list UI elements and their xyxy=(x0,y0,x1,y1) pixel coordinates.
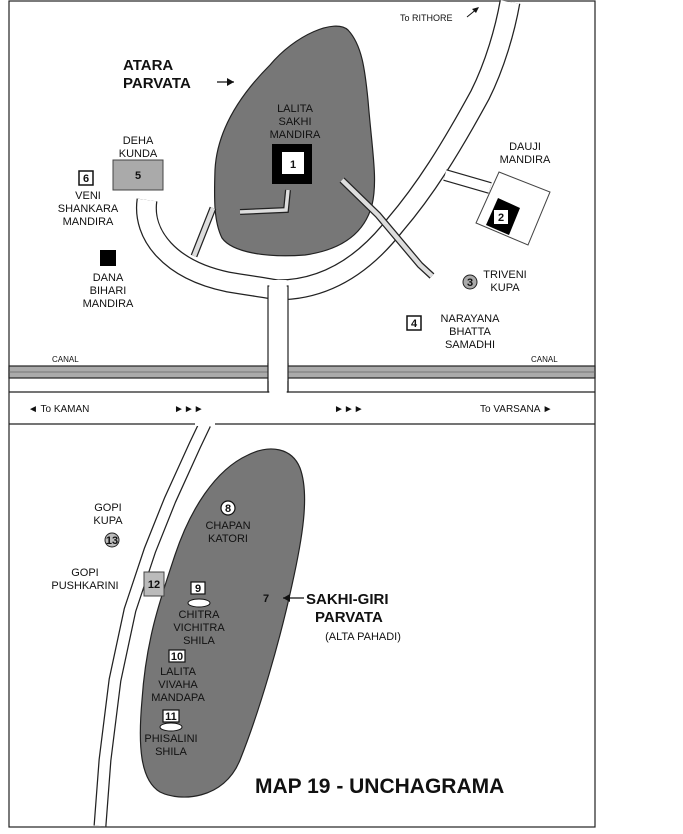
site-1-number: 1 xyxy=(290,159,296,171)
lalita-vivaha-line-1: LALITA xyxy=(160,666,197,678)
chitra-line-3: SHILA xyxy=(183,635,215,647)
to-kaman-label: ◄ To KAMAN xyxy=(28,404,89,415)
gopi-kupa-line-2: KUPA xyxy=(93,515,123,527)
site-7-number: 7 xyxy=(263,593,269,605)
chitra-vichitra-stone xyxy=(187,598,211,608)
gopi-kupa-line-1: GOPI xyxy=(94,502,122,514)
site-6-number: 6 xyxy=(83,173,89,185)
chapan-line-1: CHAPAN xyxy=(205,520,250,532)
phisalini-box xyxy=(162,709,180,723)
lalita-sakhi-line-3: MANDIRA xyxy=(270,129,321,141)
highway-arrows-right: ►►► xyxy=(334,404,364,415)
site-10-number: 10 xyxy=(171,651,183,663)
phisalini-line-1: PHISALINI xyxy=(144,733,197,745)
gopi-pushkarini-marker xyxy=(143,571,165,597)
dauji-line-2: MANDIRA xyxy=(500,154,551,166)
site-11-number: 11 xyxy=(165,711,177,723)
sakhi-giri-line-3: (ALTA PAHADI) xyxy=(325,631,401,643)
chitra-line-2: VICHITRA xyxy=(173,622,225,634)
to-varsana-label: To VARSANA ► xyxy=(480,404,553,415)
site-13-number: 13 xyxy=(106,535,118,547)
lalita-vivaha-line-3: MANDAPA xyxy=(151,692,205,704)
veni-shankara-line-1: VENI xyxy=(75,190,101,202)
veni-shankara-line-3: MANDIRA xyxy=(63,216,114,228)
narayana-bhatta-marker xyxy=(406,315,422,331)
triveni-line-1: TRIVENI xyxy=(483,269,526,281)
lalita-sakhi-line-2: SAKHI xyxy=(278,116,311,128)
dauji-path xyxy=(443,170,492,193)
site-4-number: 4 xyxy=(411,318,418,330)
canal-road-bridge xyxy=(268,363,288,381)
to-rithore-label: To RITHORE xyxy=(400,13,453,23)
canal-label-right: CANAL xyxy=(531,355,558,364)
narayana-line-2: BHATTA xyxy=(449,326,491,338)
deha-kunda-line-2: KUNDA xyxy=(119,148,158,160)
footpath-east xyxy=(340,178,434,278)
dauji-line-1: DAUJI xyxy=(509,141,541,153)
sakhi-giri-hill xyxy=(139,448,306,798)
narayana-line-3: SAMADHI xyxy=(445,339,495,351)
phisalini-stone xyxy=(159,722,183,732)
gopi-pushkarini-line-2: PUSHKARINI xyxy=(51,580,118,592)
narayana-line-1: NARAYANA xyxy=(441,313,501,325)
deha-kunda-line-1: DEHA xyxy=(123,135,154,147)
temple-path xyxy=(239,189,290,214)
chapan-line-2: KATORI xyxy=(208,533,248,545)
dana-bihari-line-1: DANA xyxy=(93,272,124,284)
site-8-number: 8 xyxy=(225,503,231,515)
highway-arrows-left: ►►► xyxy=(174,404,204,415)
dana-bihari-line-3: MANDIRA xyxy=(83,298,134,310)
canal-label-left: CANAL xyxy=(52,355,79,364)
site-12-number: 12 xyxy=(148,579,160,591)
site-3-number: 3 xyxy=(467,277,473,289)
site-9-number: 9 xyxy=(195,583,201,595)
triveni-line-2: KUPA xyxy=(490,282,520,294)
veni-shankara-line-2: SHANKARA xyxy=(58,203,119,215)
triveni-kupa-marker xyxy=(462,274,478,290)
atara-pointer-arrow xyxy=(227,78,234,86)
atara-parvata-hill xyxy=(213,25,376,257)
south-road-joint xyxy=(269,280,287,294)
sakhi-giri-line-2: PARVATA xyxy=(315,609,383,626)
chapan-katori-marker xyxy=(220,500,236,516)
map-title: MAP 19 - UNCHAGRAMA xyxy=(255,775,504,798)
dana-bihari-line-2: BIHARI xyxy=(90,285,127,297)
lalita-sakhi-line-1: LALITA xyxy=(277,103,314,115)
main-road xyxy=(137,0,520,300)
rithore-arrow xyxy=(472,7,479,13)
chitra-line-1: CHITRA xyxy=(179,609,221,621)
lower-road xyxy=(94,421,210,827)
sakhi-giri-line-1: SAKHI-GIRI xyxy=(306,591,389,608)
site-5-number: 5 xyxy=(135,170,141,182)
atara-parvata-line-1: ATARA xyxy=(123,57,173,74)
lalita-vivaha-box xyxy=(168,649,186,663)
phisalini-line-2: SHILA xyxy=(155,746,187,758)
sakhi-giri-pointer-arrow xyxy=(283,594,290,602)
site-2-number: 2 xyxy=(498,212,504,224)
atara-parvata-line-2: PARVATA xyxy=(123,75,191,92)
lalita-vivaha-line-2: VIVAHA xyxy=(158,679,198,691)
footpath-west xyxy=(191,207,216,257)
gopi-pushkarini-line-1: GOPI xyxy=(71,567,99,579)
gopi-kupa-marker xyxy=(104,532,120,548)
veni-shankara-marker xyxy=(78,170,94,186)
deha-kunda-marker xyxy=(112,159,164,191)
dana-bihari-marker xyxy=(100,250,116,266)
chitra-vichitra-box xyxy=(190,581,206,595)
